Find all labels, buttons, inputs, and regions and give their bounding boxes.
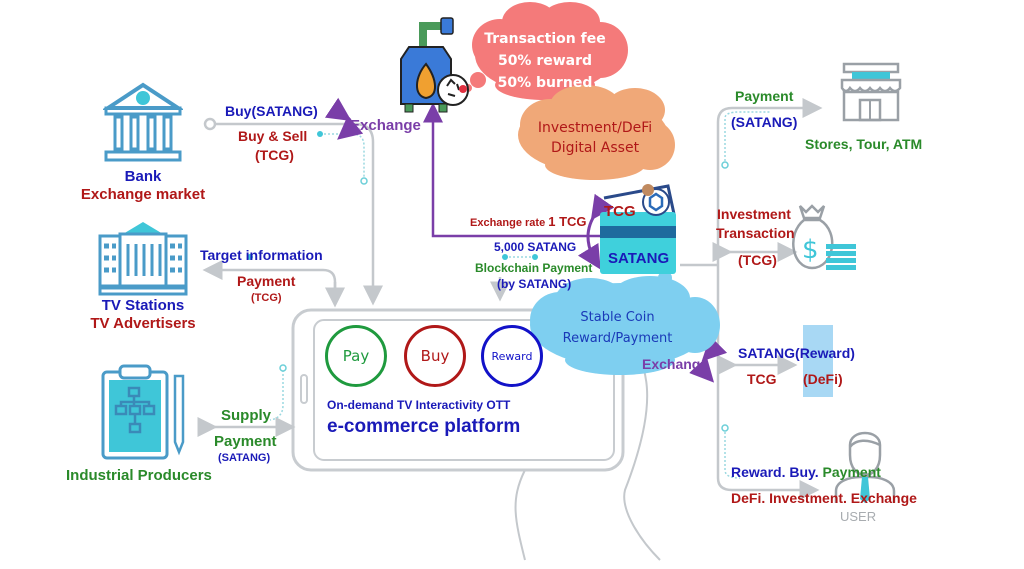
exchange-rate-equiv: 5,000 SATANG xyxy=(494,240,577,254)
burner-exchange-line xyxy=(324,97,615,302)
defi-exchange-label: Exchange xyxy=(642,356,709,372)
buy-button-label: Buy xyxy=(420,347,450,365)
blockchain-payment-label: Blockchain Payment xyxy=(475,261,593,275)
reward-button-label: Reward xyxy=(491,349,533,363)
right-trunk xyxy=(680,98,823,500)
user-icon-caption: USER xyxy=(840,509,877,524)
producers-supply-label: Supply xyxy=(221,407,272,424)
invest-cloud-line-1: Investment/DeFi xyxy=(537,120,653,136)
tv-connector xyxy=(202,254,345,308)
defi-satang-label: SATANG(Reward) xyxy=(738,345,855,361)
money-bag-icon: $ xyxy=(790,202,860,274)
stable-cloud-shape xyxy=(530,264,720,375)
stable-cloud-line-1: Stable Coin xyxy=(580,310,655,325)
blockchain-payment-unit: (by SATANG) xyxy=(497,277,572,291)
user-line-1-a: Reward. Buy. xyxy=(731,464,819,480)
user-line-1: Reward. Buy. Payment xyxy=(731,464,881,480)
exchange-rate-label: Exchange rate 1 TCG xyxy=(470,214,587,229)
tv-target-label: Target information xyxy=(200,247,323,263)
bank-sell-unit: (TCG) xyxy=(255,147,294,163)
platform-title: e-commerce platform xyxy=(327,416,521,437)
wallet-satang-label: SATANG xyxy=(608,250,670,267)
user-line-2: DeFi. Investment. Exchange xyxy=(731,490,917,506)
phone-home-button xyxy=(300,374,308,404)
user-line-1-b: Payment xyxy=(822,464,881,480)
invest-cloud-shape xyxy=(518,85,675,180)
burner-recycle-icon xyxy=(393,14,473,114)
wallet-card-icon xyxy=(598,180,680,278)
svg-text:$: $ xyxy=(802,235,819,265)
bank-icon xyxy=(101,80,185,165)
fee-line-3: 50% burned xyxy=(497,75,593,91)
tv-station-building-icon xyxy=(98,222,188,297)
defi-tcg-label: TCG xyxy=(747,371,777,387)
bank-sell-label: Buy & Sell xyxy=(238,128,308,144)
investment-line-1: Investment xyxy=(717,206,791,222)
fee-line-2: 50% reward xyxy=(497,53,593,69)
wallet-tcg-label: TCG xyxy=(604,203,636,220)
bank-exchange-label: Exchange xyxy=(350,117,421,134)
tv-title: TV Stations xyxy=(101,297,185,314)
mobile-app-icon xyxy=(803,325,833,397)
platform-subtitle: On-demand TV Interactivity OTT xyxy=(327,398,511,412)
pay-button-label: Pay xyxy=(342,347,370,365)
stores-payment-unit: (SATANG) xyxy=(731,114,798,130)
tv-payment-unit: (TCG) xyxy=(251,292,282,304)
bank-subtitle: Exchange market xyxy=(80,186,206,203)
fee-cloud-text: Transaction fee 50% reward 50% burned xyxy=(480,28,610,94)
stable-cloud-text: Stable Coin Reward/Payment xyxy=(550,307,685,349)
clipboard-flowchart-icon xyxy=(100,362,190,462)
store-icon xyxy=(838,62,904,124)
exchange-rate-text: Exchange rate xyxy=(470,217,546,229)
producers-title: Industrial Producers xyxy=(66,467,212,484)
reward-button[interactable]: Reward xyxy=(481,325,543,387)
exchange-rate-value: 1 TCG xyxy=(548,214,587,229)
investment-line-2: Transaction xyxy=(716,225,795,241)
producers-payment-unit: (SATANG) xyxy=(218,452,271,464)
buy-button[interactable]: Buy xyxy=(404,325,466,387)
fee-line-1: Transaction fee xyxy=(484,31,606,47)
stores-title: Stores, Tour, ATM xyxy=(805,136,923,152)
pay-button[interactable]: Pay xyxy=(325,325,387,387)
bank-buy-label: Buy(SATANG) xyxy=(225,103,318,119)
producers-payment-label: Payment xyxy=(214,433,277,450)
tv-payment-label: Payment xyxy=(237,273,296,289)
user-icon: USER xyxy=(832,425,898,524)
stable-cloud-line-2: Reward/Payment xyxy=(562,331,673,346)
invest-cloud-line-2: Digital Asset xyxy=(550,140,640,156)
producers-connector xyxy=(197,364,296,437)
investment-unit: (TCG) xyxy=(738,252,777,268)
bank-title: Bank xyxy=(124,168,162,185)
tv-subtitle: TV Advertisers xyxy=(90,315,196,332)
invest-cloud-text: Investment/DeFi Digital Asset xyxy=(525,118,665,158)
stores-payment-label: Payment xyxy=(735,88,794,104)
defi-defi-label: (DeFi) xyxy=(803,371,843,387)
